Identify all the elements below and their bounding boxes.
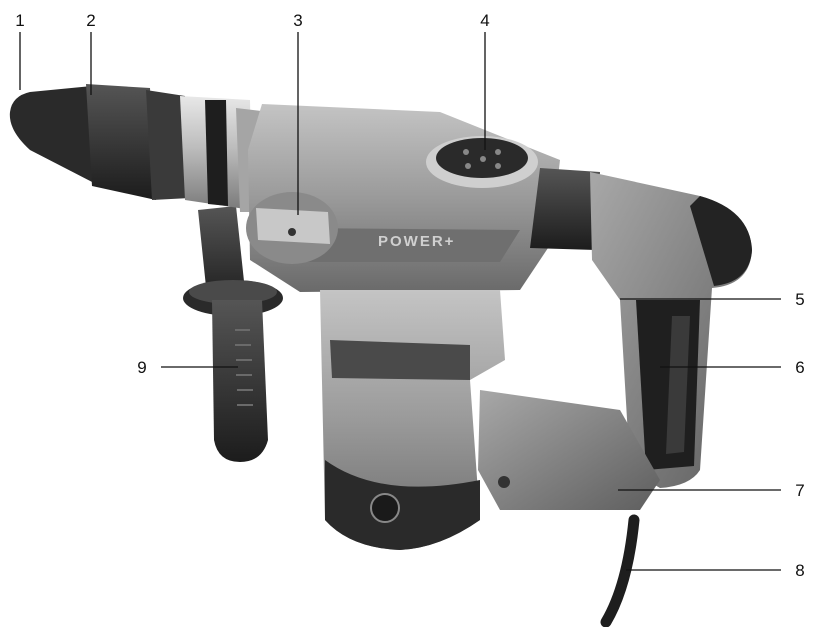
callout-1: 1 (15, 11, 24, 30)
rear-rubber-collar (530, 168, 600, 250)
motor-body (320, 290, 505, 550)
power-cord (600, 514, 640, 627)
callout-numbers: 1 2 3 4 5 6 7 8 9 (15, 11, 804, 580)
chuck (9, 84, 190, 200)
side-handle (183, 206, 283, 462)
callout-leaders (19, 32, 781, 571)
brand-logo: POWER+ (378, 233, 455, 250)
callout-8: 8 (795, 561, 804, 580)
callout-4: 4 (480, 11, 489, 30)
callout-6: 6 (795, 358, 804, 377)
mode-selector-knob (246, 192, 338, 264)
top-cap (426, 136, 538, 188)
callout-7: 7 (795, 481, 804, 500)
screw (498, 476, 510, 488)
callout-2: 2 (86, 11, 95, 30)
callout-9: 9 (137, 358, 146, 377)
main-handle (590, 172, 752, 488)
callout-5: 5 (795, 290, 804, 309)
handle-bridge (478, 390, 660, 510)
callout-3: 3 (293, 11, 302, 30)
